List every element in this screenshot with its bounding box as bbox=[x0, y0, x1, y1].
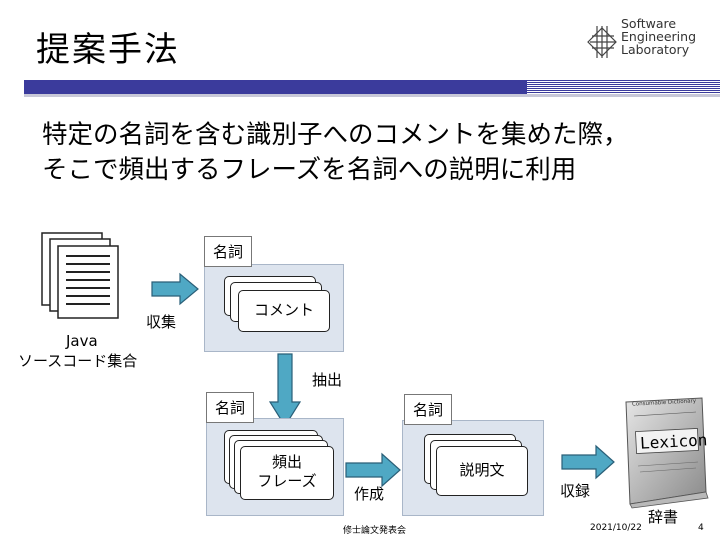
title-bar-stripes bbox=[527, 80, 720, 94]
slide-title: 提案手法 bbox=[36, 30, 180, 70]
footer-date: 2021/10/22 bbox=[590, 523, 642, 533]
source-label-collection: ソースコード集合 bbox=[18, 352, 138, 370]
create-label: 作成 bbox=[354, 485, 385, 503]
phrase-label-1: 頻出 bbox=[271, 453, 302, 471]
book-title: Lexicon bbox=[639, 430, 708, 453]
lead-line-1: 特定の名詞を含む識別子へのコメントを集めた際， bbox=[42, 120, 629, 150]
noun-label-top: 名詞 bbox=[204, 236, 253, 267]
title-bar bbox=[24, 80, 527, 94]
collect-arrow-icon bbox=[151, 272, 199, 306]
extract-label: 抽出 bbox=[312, 371, 343, 389]
footer-page: 4 bbox=[698, 523, 704, 533]
record-arrow-icon bbox=[561, 444, 615, 480]
phrase-card: 頻出 フレーズ bbox=[240, 446, 334, 500]
comment-label: コメント bbox=[253, 301, 314, 319]
source-documents-icon bbox=[41, 232, 119, 319]
logo-line-3: Laboratory bbox=[621, 42, 690, 57]
create-arrow-icon bbox=[345, 452, 401, 488]
record-label: 収録 bbox=[560, 482, 591, 500]
logo-line-1: Software bbox=[621, 16, 677, 31]
description-label: 説明文 bbox=[459, 461, 505, 479]
dictionary-book-icon bbox=[625, 397, 709, 509]
dictionary-label: 辞書 bbox=[648, 508, 679, 526]
logo-line-2: Engineering bbox=[621, 29, 696, 44]
lab-logo-text: Software Engineering Laboratory bbox=[621, 17, 696, 56]
lab-logo bbox=[587, 26, 617, 58]
lead-line-2: そこで頻出するフレーズを名詞への説明に利用 bbox=[42, 155, 577, 185]
noun-label-right: 名詞 bbox=[404, 394, 453, 425]
description-card: 説明文 bbox=[436, 446, 528, 496]
title-bar-shadow bbox=[24, 94, 720, 97]
footer-event: 修士論文発表会 bbox=[343, 526, 407, 536]
comment-card: コメント bbox=[238, 290, 330, 332]
source-label-java: Java bbox=[66, 332, 98, 350]
collect-label: 収集 bbox=[146, 313, 177, 331]
phrase-label-2: フレーズ bbox=[257, 472, 317, 490]
lead-text: 特定の名詞を含む識別子へのコメントを集めた際， そこで頻出するフレーズを名詞への… bbox=[42, 118, 629, 188]
noun-label-left: 名詞 bbox=[206, 392, 255, 423]
extract-arrow-icon bbox=[268, 353, 302, 428]
